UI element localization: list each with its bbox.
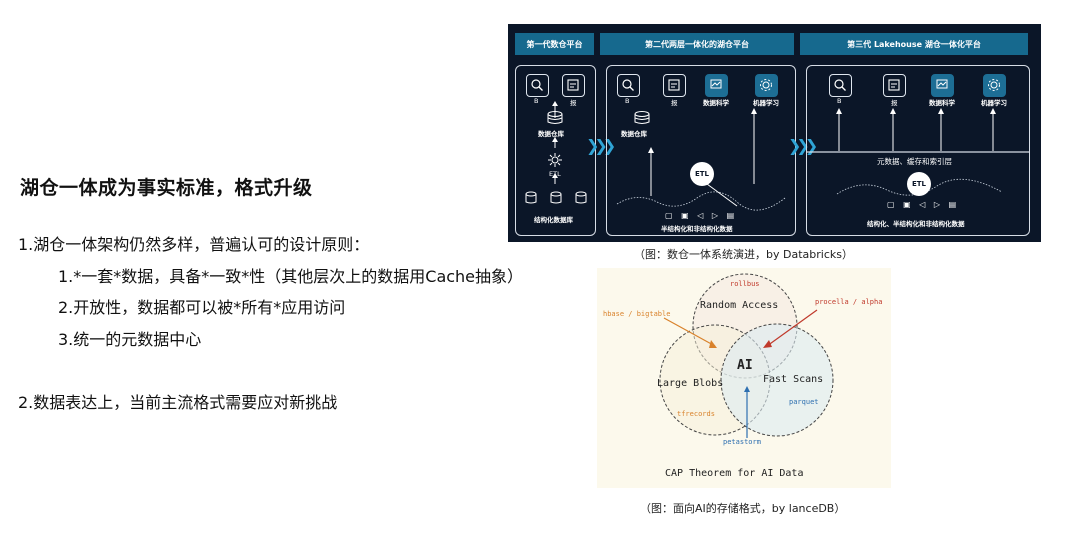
header-gen3: 第三代 Lakehouse 湖仓一体化平台 (800, 33, 1028, 55)
bi-icon (617, 74, 640, 97)
gen2-panel: B 报 数据科学 机器学习 数据仓库 ETL ▢ ▣ ◁ ▷ ▤ 半结构化和非结… (606, 65, 796, 236)
gen2-ml-label: 机器学习 (753, 99, 779, 107)
data-science-icon (705, 74, 728, 97)
gen3-panel: B 报 数据科学 机器学习 元数据、缓存和索引层 ETL ▢ ▣ ◁ ▷ ▤ 结… (806, 65, 1030, 236)
report-icon (883, 74, 906, 97)
data-science-icon (931, 74, 954, 97)
procella-label: procella / alpha (815, 298, 883, 306)
gen3-ml-label: 机器学习 (981, 99, 1007, 107)
gen3-meta-label: 元数据、缓存和索引层 (877, 157, 952, 166)
bi-icon (829, 74, 852, 97)
slide-title: 湖仓一体成为事实标准，格式升级 (20, 177, 313, 199)
venn-diagram (659, 273, 834, 438)
file-type-icons: ▢ ▣ ◁ ▷ ▤ (887, 200, 960, 209)
gen2-report-label: 报 (671, 99, 678, 107)
gen2-etl-badge: ETL (690, 162, 714, 186)
report-icon (562, 74, 585, 97)
db-group-icon (525, 191, 587, 204)
rollbus-label: rollbus (730, 280, 760, 288)
gen2-bottom-label: 半结构化和非结构化数据 (661, 225, 733, 233)
random-access-label: Random Access (700, 300, 779, 311)
sub-point-3: 3.统一的元数据中心 (58, 330, 202, 349)
machine-learning-icon (755, 74, 778, 97)
report-icon (663, 74, 686, 97)
header-gen2: 第二代两层一体化的湖仓平台 (600, 33, 794, 55)
point-2: 2.数据表达上，当前主流格式需要应对新挑战 (18, 393, 338, 412)
gen1-structured-label: 结构化数据库 (534, 216, 573, 224)
gen2-ds-label: 数据科学 (703, 99, 729, 107)
gen1-b-label: B (534, 97, 539, 105)
header-gen1: 第一代数仓平台 (515, 33, 594, 55)
point-1: 1.湖仓一体架构仍然多样，普遍认可的设计原则： (18, 235, 370, 254)
etl-gear-icon (548, 153, 562, 167)
lancedb-caption: （图：面向AI的存储格式，by lanceDB） (640, 502, 846, 515)
hbase-label: hbase / bigtable (603, 310, 671, 318)
file-type-icons: ▢ ▣ ◁ ▷ ▤ (665, 211, 738, 220)
tfrecords-label: tfrecords (677, 410, 715, 418)
chevron-right-icon: ❯❯❯ (788, 136, 818, 155)
databricks-figure: 第一代数仓平台 第二代两层一体化的湖仓平台 第三代 Lakehouse 湖仓一体… (508, 24, 1041, 242)
lancedb-figure: rollbus Random Access hbase / bigtable p… (597, 268, 891, 488)
gen2-b-label: B (625, 97, 630, 105)
gen3-etl-badge: ETL (907, 172, 931, 196)
chevron-right-icon: ❯❯❯ (586, 136, 616, 155)
gen2-arrows (616, 108, 786, 211)
ai-label: AI (737, 358, 753, 373)
database-icon (547, 111, 563, 124)
database-icon (634, 111, 650, 124)
gen3-bottom-label: 结构化、半结构化和非结构化数据 (867, 220, 965, 228)
sub-point-1: 1.*一套*数据，具备*一致*性（其他层次上的数据用Cache抽象） (58, 267, 524, 286)
databricks-caption: （图：数仓一体系统演进，by Databricks） (634, 248, 853, 261)
sub-point-2: 2.开放性，数据都可以被*所有*应用访问 (58, 298, 346, 317)
gen1-panel: B 报 数据仓库 ETL 结构化数据库 (515, 65, 596, 236)
petastorm-label: petastorm (723, 438, 761, 446)
gen1-report-label: 报 (570, 99, 577, 107)
large-blobs-label: Large Blobs (657, 378, 724, 389)
gen3-report-label: 报 (891, 99, 898, 107)
cap-footer: CAP Theorem for AI Data (665, 468, 804, 479)
gen2-warehouse-label: 数据仓库 (621, 130, 647, 138)
gen3-b-label: B (837, 97, 842, 105)
fast-scans-label: Fast Scans (763, 374, 824, 385)
gen1-warehouse-label: 数据仓库 (538, 130, 564, 138)
gen1-etl-label: ETL (549, 170, 561, 178)
gen3-ds-label: 数据科学 (929, 99, 955, 107)
machine-learning-icon (983, 74, 1006, 97)
parquet-label: parquet (789, 398, 819, 406)
gen3-arrows (807, 108, 1029, 196)
gen1-arrows (552, 101, 558, 184)
bi-icon (526, 74, 549, 97)
